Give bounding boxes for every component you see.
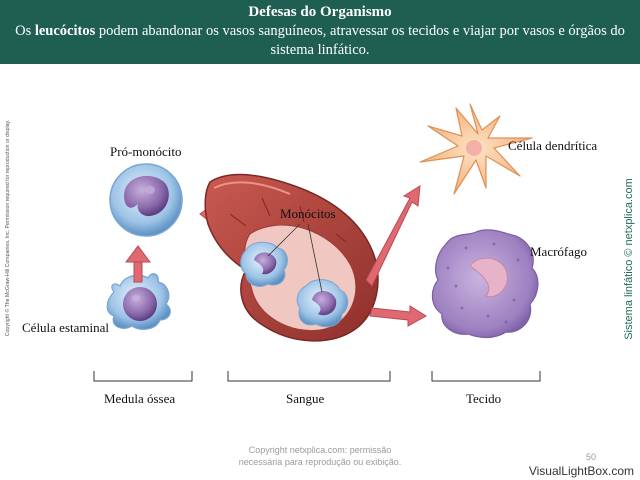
label-celula-dendritica: Célula dendrítica xyxy=(508,138,597,153)
slide-subtitle: Os leucócitos podem abandonar os vasos s… xyxy=(8,22,632,60)
macrophage-cell xyxy=(431,229,539,339)
footer-copyright-line-1: Copyright netxplica.com: permissão xyxy=(248,445,392,455)
header-banner: Defesas do Organismo Os leucócitos podem… xyxy=(0,0,640,64)
monocyte-cell-1 xyxy=(240,241,288,287)
slide-title: Defesas do Organismo xyxy=(248,4,392,20)
vertical-copyright-text: Copyright © The McGraw-Hill Companies, I… xyxy=(5,119,11,337)
bracket-medula xyxy=(93,371,193,382)
subtitle-part-2: podem abandonar os vasos sanguíneos, atr… xyxy=(95,23,625,58)
label-macrofago: Macrófago xyxy=(530,244,587,259)
bracket-tecido xyxy=(431,371,541,382)
leukocyte-diagram: Pró-monócito Célula estaminal Monócitos … xyxy=(22,103,597,406)
label-pro-monocito: Pró-monócito xyxy=(110,144,182,159)
monocyte-cell-2 xyxy=(296,279,349,328)
label-celula-estaminal: Célula estaminal xyxy=(22,320,109,335)
label-medula-ossea: Medula óssea xyxy=(104,391,175,406)
label-sangue: Sangue xyxy=(286,391,325,406)
blood-vessel xyxy=(204,173,379,342)
arrow-blood-to-macrophage xyxy=(369,305,427,327)
label-monocitos: Monócitos xyxy=(280,206,336,221)
pro-monocyte-cell xyxy=(109,163,183,237)
arrow-blood-to-dendritic xyxy=(365,185,421,287)
label-tecido: Tecido xyxy=(466,391,501,406)
stem-cell xyxy=(106,273,171,330)
dendritic-cell xyxy=(419,103,533,195)
monocyte-pointer-lines xyxy=(267,223,323,293)
watermark-link[interactable]: VisualLightBox.com xyxy=(528,464,634,478)
arrow-stem-to-promonocyte xyxy=(125,245,151,283)
bracket-sangue xyxy=(227,371,391,382)
page-number: 50 xyxy=(586,452,597,462)
subtitle-part-1: Os xyxy=(15,23,35,39)
footer-copyright-line-2: necessária para reprodução ou exibição. xyxy=(238,457,402,467)
footer-copyright: Copyright netxplica.com: permissão neces… xyxy=(200,444,440,468)
vertical-site-credit: Sistema linfático © netxplica.com xyxy=(623,178,635,340)
subtitle-bold-term: leucócitos xyxy=(34,23,96,39)
